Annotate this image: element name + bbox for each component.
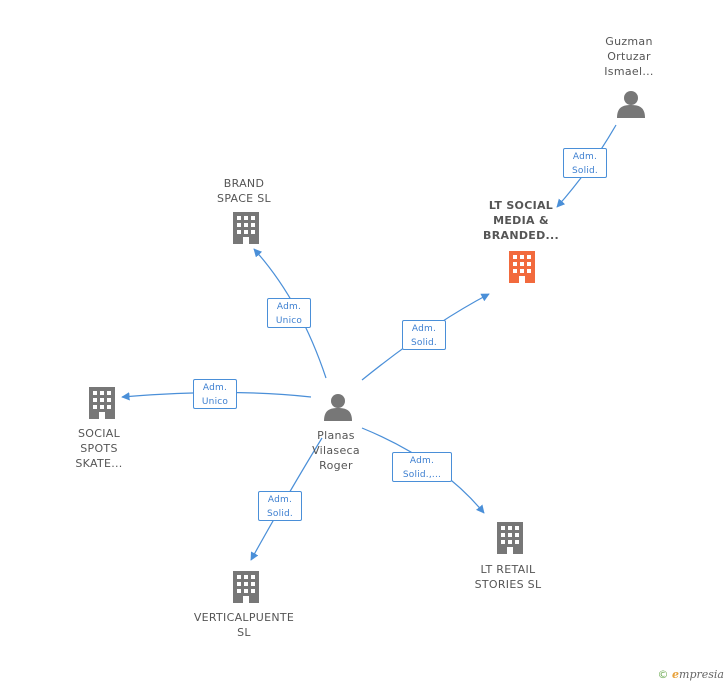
node-label-brand-space[interactable]: BRAND SPACE SL [217, 177, 271, 205]
node-label-planas[interactable]: Planas Vilaseca Roger [312, 429, 360, 472]
node-label-verticalpuente[interactable]: VERTICALPUENTE SL [193, 611, 295, 639]
building-icon-verticalpuente[interactable] [233, 571, 259, 603]
edge-label-planas-lt-retail: Adm. Solid.,... [392, 452, 452, 482]
node-label-social-spots[interactable]: SOCIAL SPOTS SKATE... [75, 427, 123, 470]
building-icon-brand-space[interactable] [233, 212, 259, 244]
node-label-lt-retail[interactable]: LT RETAIL STORIES SL [474, 563, 542, 591]
building-icon-lt-retail[interactable] [497, 522, 523, 554]
person-icon-guzman[interactable] [617, 91, 645, 118]
node-label-lt-social[interactable]: LT SOCIAL MEDIA & BRANDED... [483, 199, 559, 242]
node-label-guzman[interactable]: Guzman Ortuzar Ismael... [604, 35, 654, 78]
person-icon-planas[interactable] [324, 394, 352, 421]
edge-label-planas-verticalpuente: Adm. Solid. [258, 491, 302, 521]
building-icon-lt-social[interactable] [509, 251, 535, 283]
empresia-logo[interactable]: © empresia [658, 668, 724, 681]
edge-label-planas-lt-social: Adm. Solid. [402, 320, 446, 350]
edge-label-planas-social-spots: Adm. Unico [193, 379, 237, 409]
brand-name: mpresia [679, 668, 724, 681]
copyright-icon: © [657, 668, 669, 681]
brand-initial: e [672, 668, 680, 681]
edge-label-planas-brand-space: Adm. Unico [267, 298, 311, 328]
building-icon-social-spots[interactable] [89, 387, 115, 419]
edge-label-guzman-lt-social: Adm. Solid. [563, 148, 607, 178]
